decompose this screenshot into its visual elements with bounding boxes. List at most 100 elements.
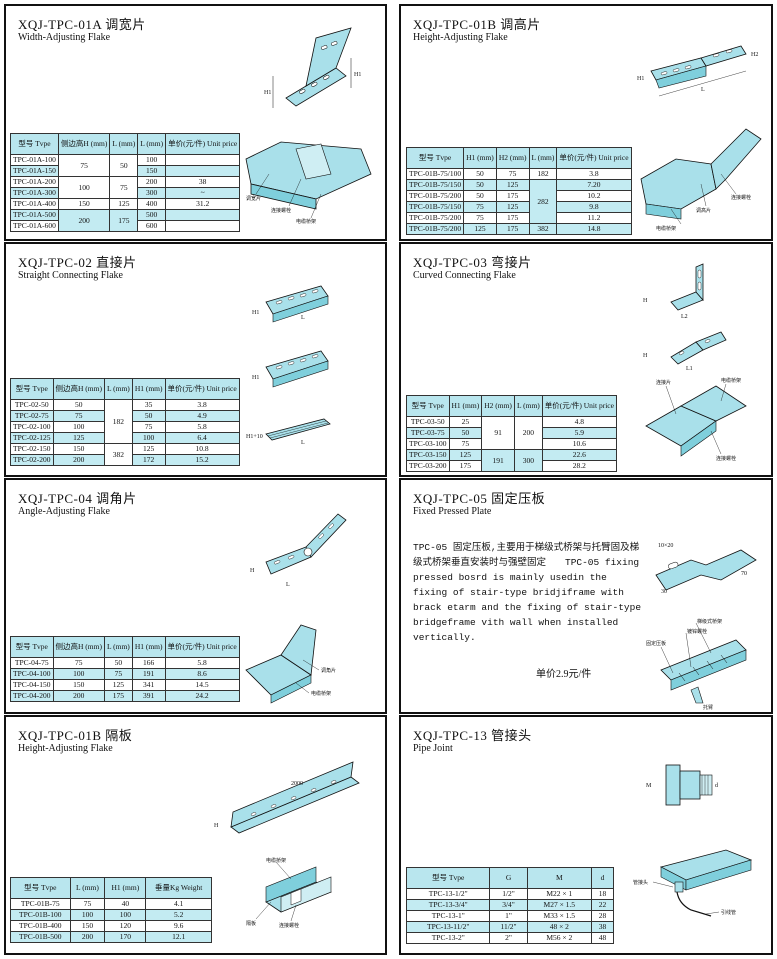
cell: 50 [109, 154, 139, 177]
installation-drawing: 梯级式桥架 镀锌螺栓 固定压板 托臂 [646, 618, 747, 711]
curved-flake-drawing: H L2 H L1 [643, 263, 727, 372]
dim-label: H [250, 568, 255, 574]
col-header: 单价(元/件) Unit price [164, 636, 240, 658]
cell: TPC-01A-300 [10, 187, 59, 199]
cell: 200 [137, 176, 167, 188]
col-header: M [526, 867, 592, 889]
col-header: H1 (mm) [463, 147, 497, 169]
dim-label: L1 [686, 366, 693, 372]
panel-subtitle: Pipe Joint [413, 743, 453, 754]
cell: 175 [448, 460, 483, 472]
flake-drawing-top: H1 L [252, 285, 329, 323]
cell: 9.8 [556, 201, 632, 213]
cell: TPC-02-200 [10, 454, 54, 466]
cell: 1" [489, 910, 528, 922]
panel-tpc-04: XQJ-TPC-04 调角片 Angle-Adjusting Flake 型号 … [4, 478, 387, 714]
cell: TPC-01A-500 [10, 209, 59, 221]
cell: 182 [528, 168, 558, 180]
cell: 31.2 [165, 198, 241, 210]
panel-tpc-03: XQJ-TPC-03 弯接片 Curved Connecting Flake 型… [399, 242, 773, 477]
cell: 170 [104, 931, 147, 943]
cell: 24.2 [164, 690, 240, 702]
cell [165, 154, 241, 166]
part-label: 电缆桥架 [656, 225, 676, 232]
cell: 5.2 [145, 909, 212, 921]
panel-tpc-05: XQJ-TPC-05 固定压板 Fixed Pressed Plate TPC-… [399, 478, 773, 714]
installation-drawing: 调角片 电缆桥架 [245, 624, 336, 704]
cell: TPC-01B-75/150 [405, 201, 465, 213]
cell: 75 [448, 438, 483, 450]
flake-drawing: H1 H1 [264, 27, 361, 108]
cell: 175 [103, 690, 133, 702]
col-header: H2 (mm) [481, 395, 515, 417]
cell: TPC-04-100 [10, 668, 54, 680]
dim-label: H [214, 823, 219, 829]
dim-label: L [301, 440, 305, 446]
cell [165, 220, 241, 232]
part-label: 调高片 [696, 207, 711, 214]
cell: TPC-13-11/2" [405, 921, 491, 933]
part-label: 调角片 [321, 667, 336, 674]
cell: 14.5 [164, 679, 240, 691]
part-label: 管接头 [633, 879, 648, 886]
panel-subtitle: Fixed Pressed Plate [413, 506, 492, 517]
part-label: 调宽片 [246, 195, 261, 202]
dim-label: L2 [681, 314, 688, 320]
cell: 166 [131, 657, 166, 669]
cell: TPC-13-1" [405, 910, 491, 922]
cell: 125 [463, 223, 497, 235]
col-header: 单价(元/件) Unit price [556, 147, 632, 169]
cell: TPC-03-150 [406, 449, 450, 461]
panel-subtitle: Curved Connecting Flake [413, 270, 516, 281]
part-label: 镀锌螺栓 [687, 628, 707, 635]
cell: 382 [103, 443, 133, 466]
col-header: 侧边高H (mm) [52, 378, 105, 400]
angle-flake-drawing: H L [250, 513, 347, 588]
dim-label: H1 [252, 310, 259, 316]
col-header: d [590, 867, 615, 889]
col-header: 单价(元/件) Unit price [164, 378, 240, 400]
cell: 200 [57, 209, 111, 232]
cell [165, 165, 241, 177]
cell: 3/4" [489, 899, 528, 911]
part-label: 电缆桥架 [721, 377, 741, 384]
cell: 22 [590, 899, 615, 911]
cell: 75 [103, 668, 133, 680]
cell: 15.2 [164, 454, 240, 466]
unit-price: 单价2.9元/件 [536, 669, 592, 680]
col-header: G [489, 867, 528, 889]
cell: 100 [131, 432, 166, 444]
cell: 175 [109, 209, 139, 232]
cell: 28 [590, 910, 615, 922]
cell: 341 [131, 679, 166, 691]
cell: 22.6 [541, 449, 617, 461]
panel-title: XQJ-TPC-03 弯接片 [413, 255, 532, 270]
cell: 200 [52, 690, 105, 702]
cell: TPC-03-75 [406, 427, 450, 439]
cell: 200 [52, 454, 105, 466]
cell: 50 [103, 657, 133, 669]
dim-label: H [643, 298, 648, 304]
dim-label: H1+10 [246, 434, 263, 440]
pipe-joint-drawing: M d [646, 764, 718, 806]
panel-subtitle: Straight Connecting Flake [18, 270, 123, 281]
col-header: L (mm) [103, 636, 133, 658]
